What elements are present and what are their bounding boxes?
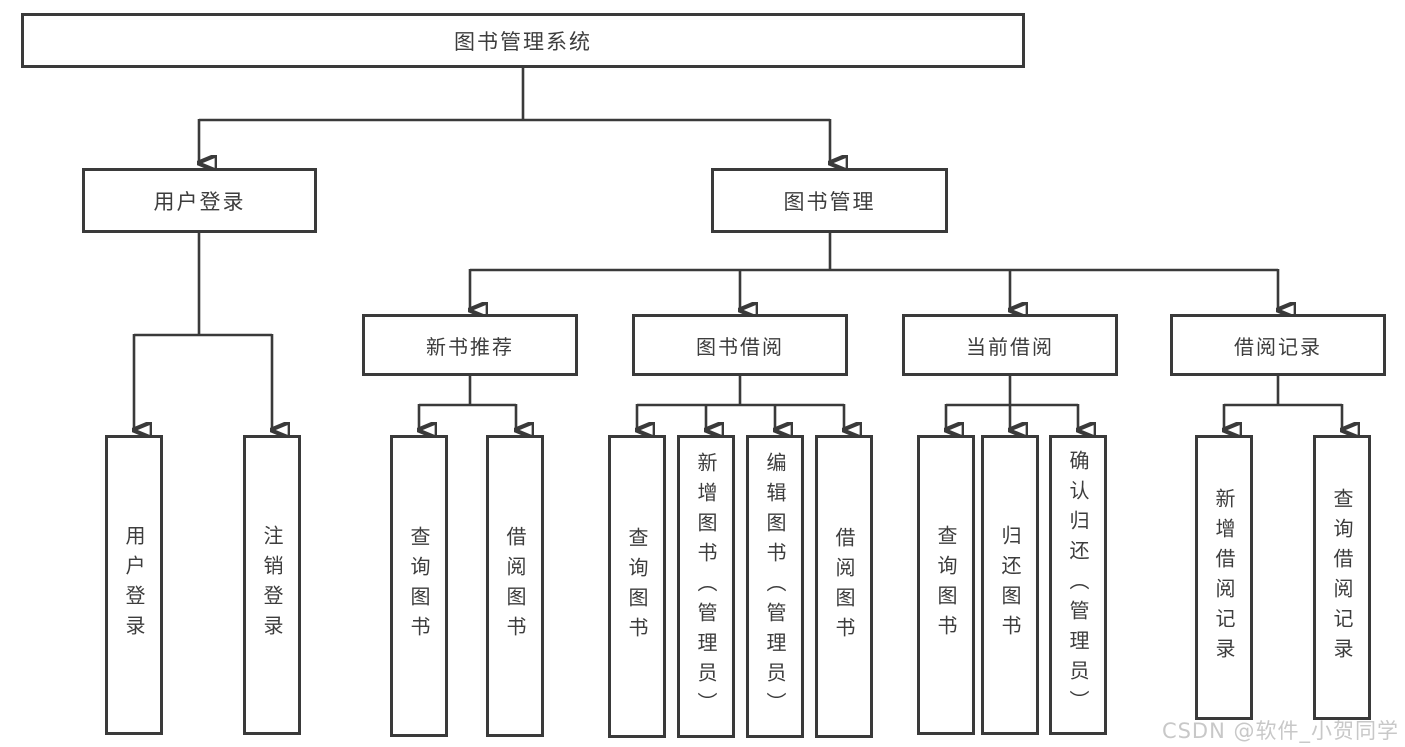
node-label: 新增借阅记录 <box>1212 487 1236 668</box>
node-label: 查询图书 <box>934 525 958 645</box>
leaf-borrow-books-recommend: 借阅图书 <box>486 435 544 737</box>
node-label: 查询借阅记录 <box>1330 487 1354 668</box>
node-label: 新增图书（管理员） <box>694 451 718 722</box>
node-new-book-recommendation: 新书推荐 <box>362 314 578 376</box>
node-label: 借阅记录 <box>1234 334 1322 359</box>
leaf-return-books: 归还图书 <box>981 435 1039 735</box>
leaf-edit-books-admin: 编辑图书（管理员） <box>746 435 804 738</box>
node-label: 确认归还（管理员） <box>1066 450 1090 720</box>
leaf-query-books-borrowing: 查询图书 <box>608 435 666 738</box>
node-label: 新书推荐 <box>426 334 514 359</box>
node-label: 归还图书 <box>998 525 1022 645</box>
node-label: 当前借阅 <box>966 334 1054 359</box>
node-label: 借阅图书 <box>503 526 527 646</box>
node-book-management: 图书管理 <box>711 168 948 233</box>
leaf-borrow-books: 借阅图书 <box>815 435 873 738</box>
leaf-user-login: 用户登录 <box>105 435 163 735</box>
node-user-login: 用户登录 <box>82 168 317 233</box>
leaf-query-books-recommend: 查询图书 <box>390 435 448 737</box>
node-label: 编辑图书（管理员） <box>763 451 787 722</box>
node-label: 图书管理 <box>783 189 876 214</box>
leaf-confirm-return-admin: 确认归还（管理员） <box>1049 435 1107 735</box>
node-library-management-system: 图书管理系统 <box>21 13 1025 68</box>
leaf-logout: 注销登录 <box>243 435 301 735</box>
node-book-borrowing: 图书借阅 <box>632 314 848 376</box>
node-label: 图书借阅 <box>696 334 784 359</box>
node-borrowing-records: 借阅记录 <box>1170 314 1386 376</box>
csdn-watermark: CSDN @软件_小贺同学 <box>1161 719 1399 743</box>
node-label: 用户登录 <box>153 189 246 214</box>
node-label: 借阅图书 <box>832 526 856 647</box>
node-label: 用户登录 <box>122 525 146 645</box>
node-label: 查询图书 <box>625 526 649 647</box>
node-label: 图书管理系统 <box>454 29 592 54</box>
leaf-query-borrow-record: 查询借阅记录 <box>1313 435 1371 720</box>
leaf-query-books-current: 查询图书 <box>917 435 975 735</box>
node-current-borrowing: 当前借阅 <box>902 314 1118 376</box>
node-label: 注销登录 <box>260 525 284 645</box>
leaf-add-books-admin: 新增图书（管理员） <box>677 435 735 738</box>
node-label: 查询图书 <box>407 526 431 646</box>
leaf-add-borrow-record: 新增借阅记录 <box>1195 435 1253 720</box>
